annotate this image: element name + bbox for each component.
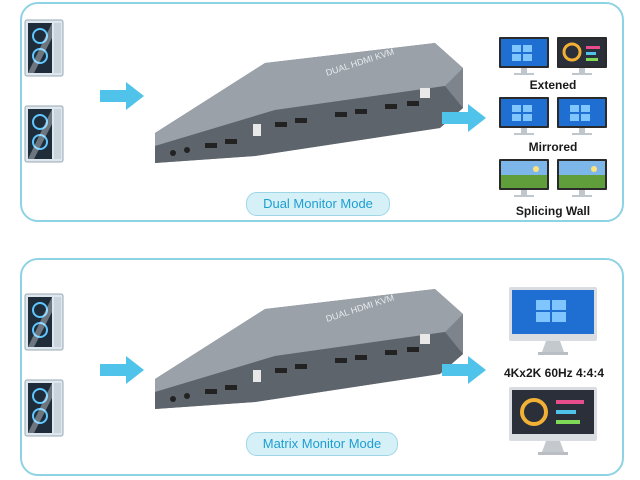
resolution-label: 4Kx2K 60Hz 4:4:4 <box>503 366 605 380</box>
mirrored-mode-label: Mirrored <box>528 140 578 154</box>
arrow-right-icon <box>442 104 486 132</box>
computer-tower-icon <box>24 378 64 438</box>
splicing-wall-mode-label: Splicing Wall <box>515 204 591 218</box>
monitor-icon <box>498 36 550 76</box>
arrow-right-icon <box>100 356 144 384</box>
monitor-icon <box>498 158 550 198</box>
monitor-icon <box>498 96 550 136</box>
kvm-switch-device: DUAL HDMI KVM <box>145 38 475 178</box>
kvm-switch-device: DUAL HDMI KVM <box>145 284 475 424</box>
computer-tower-icon <box>24 292 64 352</box>
arrow-right-icon <box>100 82 144 110</box>
matrix-monitor-mode-label: Matrix Monitor Mode <box>246 432 398 456</box>
extended-mode-label: Extened <box>529 78 577 92</box>
monitor-icon <box>556 36 608 76</box>
monitor-icon <box>508 286 598 356</box>
dual-monitor-mode-label: Dual Monitor Mode <box>246 192 390 216</box>
monitor-icon <box>556 96 608 136</box>
arrow-right-icon <box>442 356 486 384</box>
monitor-icon <box>556 158 608 198</box>
computer-tower-icon <box>24 18 64 78</box>
monitor-icon <box>508 386 598 456</box>
computer-tower-icon <box>24 104 64 164</box>
